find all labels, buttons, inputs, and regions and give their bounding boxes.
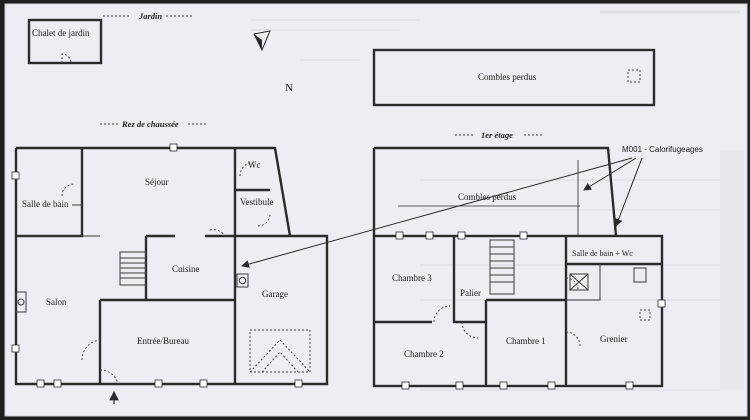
room-label-chambre3: Chambre 3 — [392, 273, 432, 283]
bath-cross-icon — [569, 273, 589, 291]
stairs-rdc — [119, 251, 147, 286]
room-label-entree: Entrée/Bureau — [137, 336, 189, 346]
room-label-chalet: Chalet de jardin — [32, 28, 90, 38]
room-label-wc: Wc — [248, 160, 261, 170]
compass-icon — [253, 30, 271, 52]
stairs-etage — [489, 239, 515, 295]
section-label-rdc: Rez de chaussée — [121, 119, 179, 129]
room-label-cuisine: Cuisine — [172, 264, 200, 274]
room-label-palier: Palier — [460, 288, 481, 298]
section-label-etage: 1er étage — [481, 130, 513, 140]
room-label-vestibule: Vestibule — [240, 197, 274, 207]
section-title-etage: 1er étage — [455, 130, 544, 140]
room-label-grenier: Grenier — [600, 334, 627, 344]
annotation-arrow-sdb — [614, 157, 643, 227]
room-label-combles-top: Combles perdus — [478, 72, 537, 82]
section-title-jardin: Jardin — [103, 11, 193, 21]
combles-top-plan: Combles perdus — [372, 48, 656, 107]
etage-plan: Combles perdus — [372, 146, 666, 390]
room-label-sejour: Séjour — [145, 177, 169, 187]
annotation-label: M001 - Calorifugeages — [622, 145, 703, 154]
annotation-m001: M001 - Calorifugeages — [241, 145, 703, 268]
annotation-arrow-kitchen — [241, 157, 633, 268]
section-title-rdc: Rez de chaussée — [100, 119, 208, 129]
garage-hatch — [249, 329, 311, 373]
room-label-sdb-wc: Salle de bain + Wc — [572, 249, 633, 258]
room-label-chambre1: Chambre 1 — [506, 336, 546, 346]
room-label-combles-etage: Combles perdus — [458, 192, 517, 202]
chalet-plan: Chalet de jardin — [27, 18, 103, 65]
annotation-arrow-combles — [583, 157, 637, 191]
room-label-chambre2: Chambre 2 — [404, 349, 444, 359]
room-label-garage: Garage — [262, 289, 288, 299]
north-label: N — [285, 82, 293, 94]
room-label-salon: Salon — [46, 297, 67, 307]
rdc-plan: Séjour Salle de bain Wc Vestibule Cuisin… — [11, 143, 329, 404]
section-label-jardin: Jardin — [138, 11, 162, 21]
room-label-sdb: Salle de bain — [22, 199, 69, 209]
